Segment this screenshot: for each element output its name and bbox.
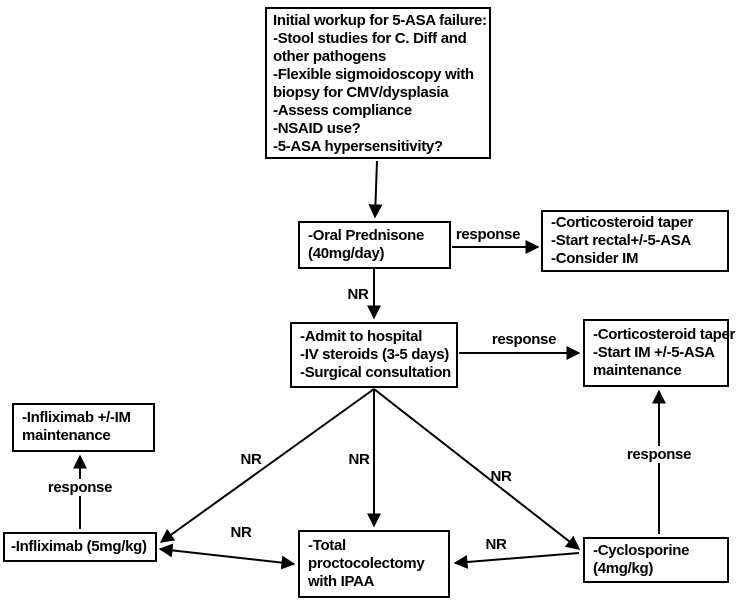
arrow-infliximab-surgery-nr [158,543,296,570]
box-oral-prednisone: -Oral Prednisone (40mg/day) [298,221,451,269]
box-line: -Infliximab (5mg/kg) [11,538,147,555]
arrow-admit-nr-infliximab [159,388,375,543]
box-infliximab: -Infliximab (5mg/kg) [3,532,157,562]
edge-label-nr-infliximab-surgery: NR [230,524,252,541]
box-line: -Corticosteroid taper [593,326,736,343]
box-line: -5-ASA hypersensitivity? [273,138,443,155]
box-line: -Oral Prednisone [308,227,425,244]
box-line: -Consider IM [551,250,639,267]
box-line: maintenance [22,427,111,444]
box-line: -Stool studies for C. Diff and [273,30,467,47]
box-corticosteroid-taper-im: -Corticosteroid taper -Start IM +/-5-ASA… [583,319,736,387]
box-line: -Start rectal+/-5-ASA [551,232,691,249]
box-line: -IV steroids (3-5 days) [300,346,449,363]
box-line: -Cyclosporine [593,542,690,559]
box-cyclosporine: -Cyclosporine (4mg/kg) [583,537,729,583]
box-line: -Admit to hospital [300,328,423,345]
box-line: (40mg/day) [308,245,385,262]
box-line: -Total [308,537,346,554]
edge-label-response-prednisone: response [455,226,521,243]
box-line: -Assess compliance [273,102,412,119]
box-line: -Infliximab +/-IM [22,409,131,426]
edge-label-nr-to-infliximab: NR [240,451,262,468]
box-line: -Start IM +/-5-ASA [593,344,715,361]
edge-label-response-admit: response [491,331,557,348]
box-admit-hospital: -Admit to hospital -IV steroids (3-5 day… [290,322,458,388]
box-line: with IPAA [308,573,375,590]
box-line: -Corticosteroid taper [551,214,694,231]
box-initial-workup: Initial workup for 5-ASA failure: -Stool… [265,7,491,159]
box-line: proctocolectomy [308,555,425,572]
box-line: other pathogens [273,48,387,65]
box-line: Initial workup for 5-ASA failure: [273,12,487,29]
edge-label-nr-to-surgery: NR [348,451,370,468]
box-line: maintenance [593,362,682,379]
box-line: biopsy for CMV/dysplasia [273,84,449,101]
edge-label-nr-to-cyclosporine: NR [490,468,512,485]
arrow-workup-to-prednisone [368,160,383,219]
box-line: -Surgical consultation [300,364,451,381]
box-line: -Flexible sigmoidoscopy with [273,66,474,83]
box-infliximab-maintenance: -Infliximab +/-IM maintenance [12,403,155,452]
box-total-proctocolectomy: -Total proctocolectomy with IPAA [298,530,450,598]
edge-label-nr-prednisone: NR [347,286,369,303]
edge-label-response-infliximab: response [44,479,116,496]
arrow-cyclosporine-surgery-nr [453,552,580,569]
edge-label-response-cyclosporine: response [623,446,695,463]
box-line: (4mg/kg) [593,560,654,577]
box-line: -NSAID use? [273,120,361,137]
box-corticosteroid-taper-rectal: -Corticosteroid taper -Start rectal+/-5-… [541,210,729,272]
arrow-admit-nr-cyclosporine [373,388,581,550]
edge-label-nr-cyclosporine-surgery: NR [485,536,507,553]
